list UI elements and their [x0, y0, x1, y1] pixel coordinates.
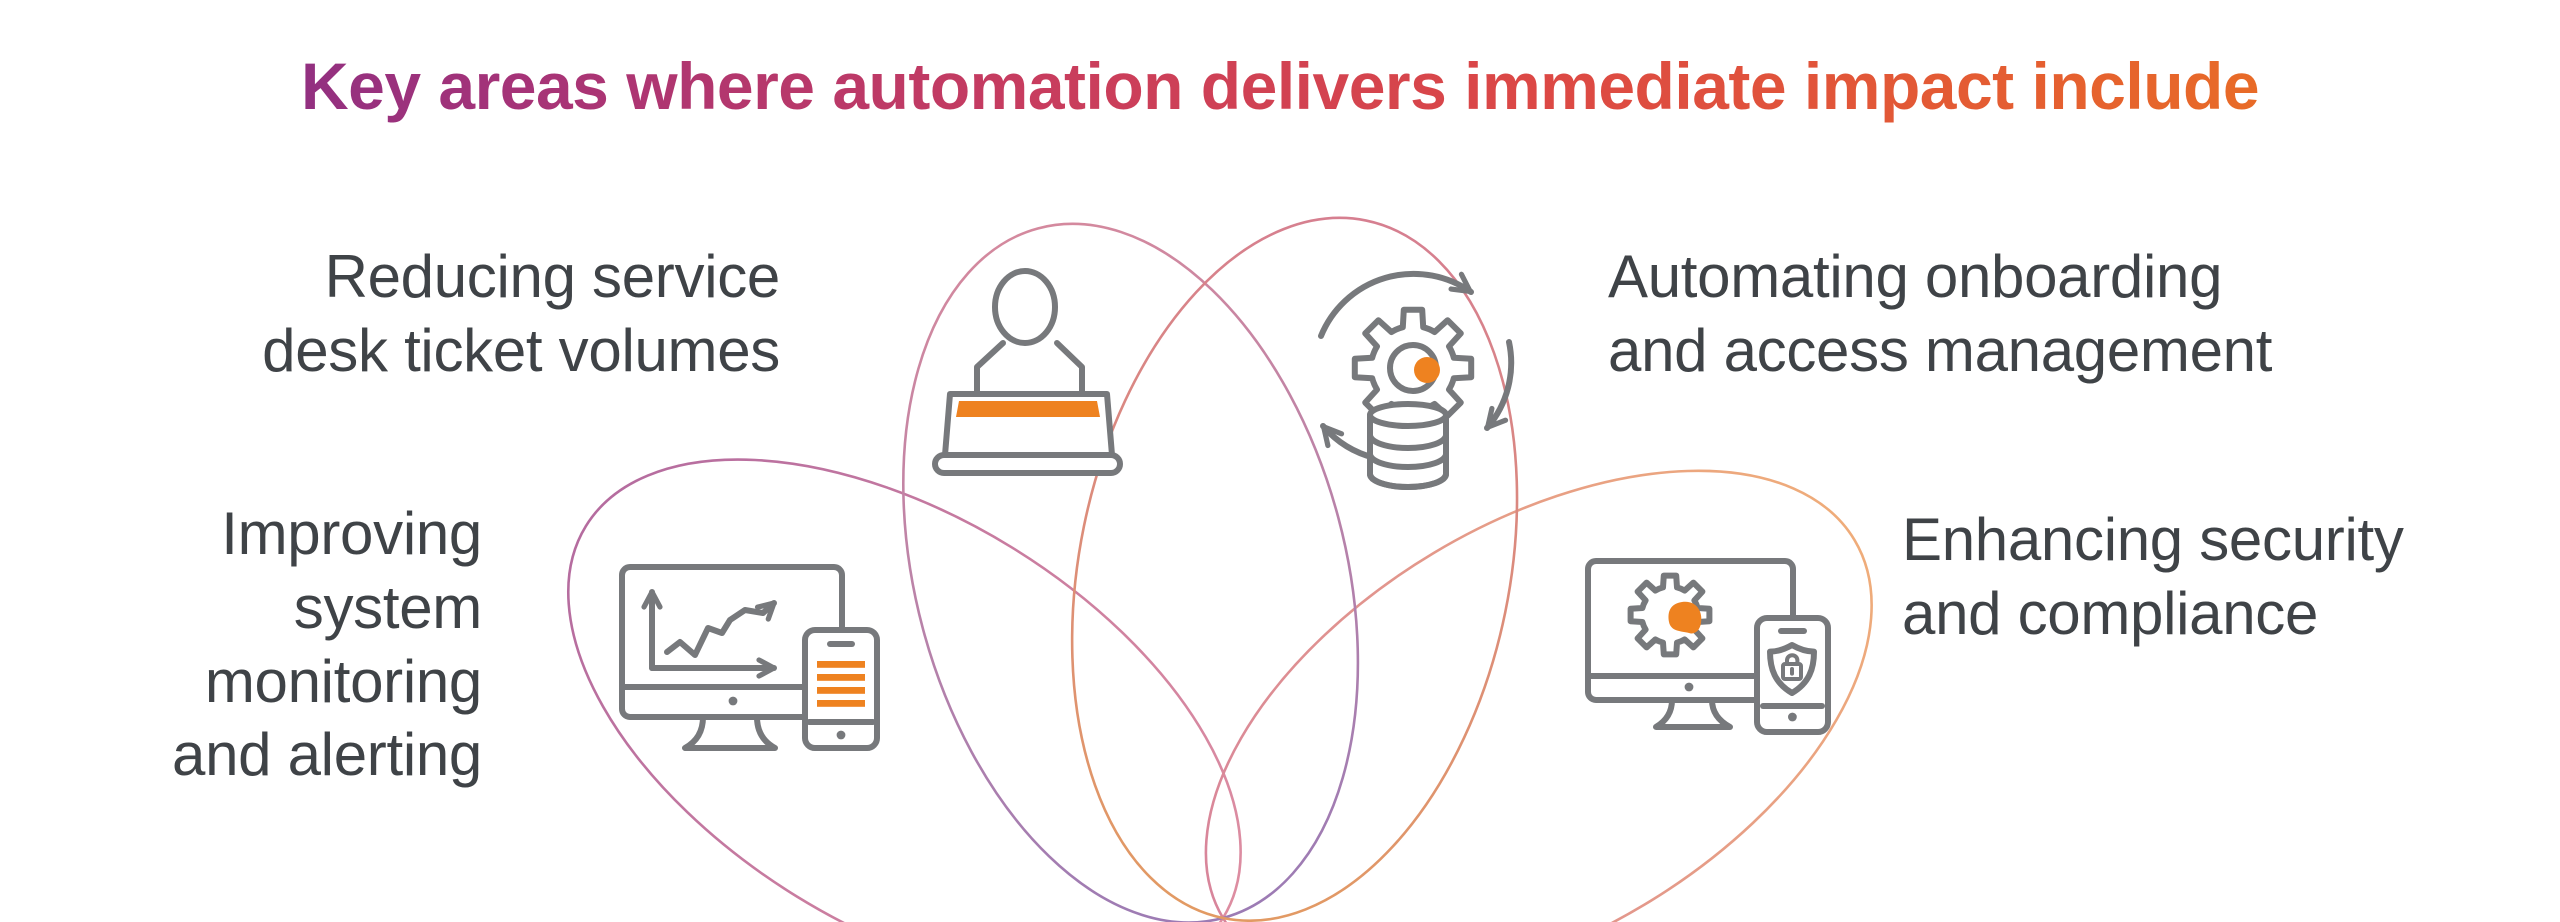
person-at-laptop-icon — [932, 268, 1123, 476]
label-monitoring: Improving system monitoring and alerting — [172, 500, 482, 789]
label-onboarding: Automating onboarding and access managem… — [1608, 243, 2273, 384]
label-service-desk: Reducing service desk ticket volumes — [262, 243, 780, 384]
label-security: Enhancing security and compliance — [1902, 506, 2404, 647]
monitor-gear-shield-phone-icon — [1585, 558, 1831, 735]
page-title: Key areas where automation delivers imme… — [0, 48, 2560, 124]
monitor-chart-phone-icon — [619, 564, 880, 751]
onboarding-petal — [1070, 216, 1519, 922]
gear-cycle-database-icon — [1318, 270, 1515, 490]
